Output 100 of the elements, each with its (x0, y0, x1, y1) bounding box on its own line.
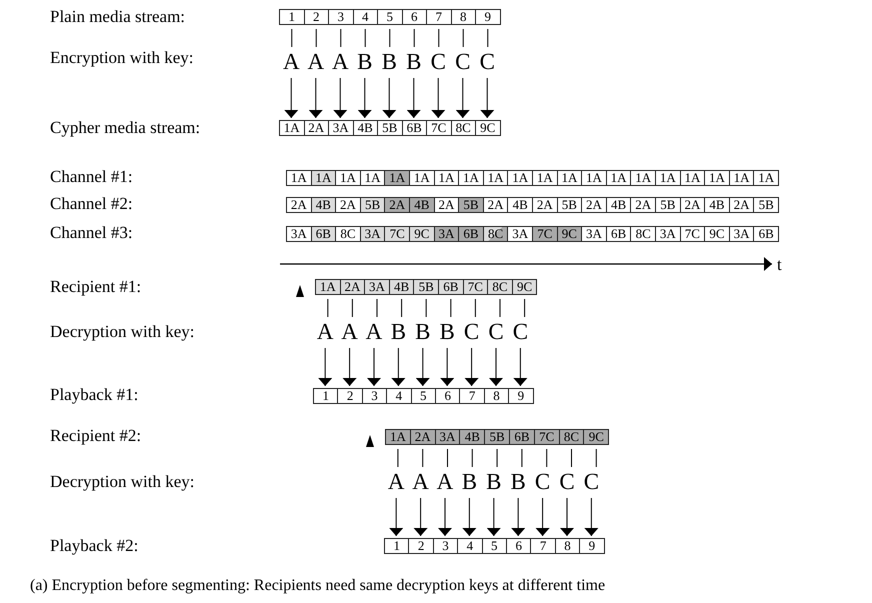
arrow (464, 348, 479, 386)
row-label: Channel #1: (50, 167, 133, 187)
connector-line (397, 448, 398, 468)
key-letter: B (506, 470, 530, 494)
row-label: Encryption with key: (50, 48, 194, 68)
stream-segment: 8C (335, 226, 361, 242)
connector-line (389, 28, 390, 48)
connector-line (364, 28, 366, 48)
connector-line (571, 448, 572, 468)
key-letter: B (482, 470, 506, 494)
stream-segment: 6B (310, 226, 336, 242)
arrow (416, 348, 430, 386)
stream-segment: 1A (606, 170, 632, 186)
stream-segment: 8C (482, 226, 508, 242)
key-letter: C (475, 50, 500, 74)
arrow (284, 78, 298, 118)
stream-segment: 1A (532, 170, 558, 186)
stream-segment: 4B (507, 197, 533, 213)
stream-segment: 1A (286, 170, 312, 186)
stream-segment: 4B (388, 279, 414, 295)
connector-line (524, 298, 526, 318)
stream-segment: 1A (335, 170, 361, 186)
connector-line (450, 298, 452, 318)
stream-segment: 1A (384, 170, 410, 186)
connector-line (474, 298, 476, 318)
stream-segment: 8 (554, 538, 580, 554)
connector-line (327, 298, 328, 318)
arrow (318, 348, 332, 386)
stream-segment: 2A (340, 279, 366, 295)
stream-segment: 1A (360, 170, 386, 186)
key-letter: A (384, 470, 408, 494)
key-letter: C (484, 320, 508, 344)
stream-segment: 5B (360, 197, 386, 213)
stream-segment: 7C (680, 226, 706, 242)
stream-segment: 2A (410, 429, 436, 445)
stream-segment: 3A (507, 226, 533, 242)
stream-segment: 3A (328, 120, 354, 136)
stream-segment: 2A (434, 197, 460, 213)
stream-segment: 1A (310, 170, 336, 186)
stream-segment: 2 (408, 538, 434, 554)
arrow (489, 348, 503, 386)
connector-line (316, 28, 317, 48)
stream-segment: 2 (337, 388, 363, 404)
stream-segment: 3A (286, 226, 312, 242)
stream-segment: 6 (402, 9, 427, 25)
connector-line (426, 298, 427, 318)
arrow (480, 78, 494, 118)
stream-segment: 1A (279, 120, 304, 136)
stream-segment: 2A (335, 197, 361, 213)
connector-line (438, 28, 440, 48)
stream-segment: 3A (360, 226, 386, 242)
stream-segment: 2A (384, 197, 410, 213)
stream-segment: 9C (409, 226, 435, 242)
row-label: Channel #2: (50, 194, 133, 214)
connector-line (472, 448, 473, 468)
arrow (391, 348, 406, 386)
stream-segment: 3A (434, 226, 460, 242)
connector-line (596, 448, 597, 468)
stream-segment: 9C (556, 226, 582, 242)
arrow (440, 348, 454, 386)
stream-segment: 2A (482, 197, 508, 213)
key-letter: B (377, 50, 402, 74)
stream-segment: 6B (509, 429, 535, 445)
arrow (358, 78, 372, 118)
stream-segment: 4B (459, 429, 486, 445)
stream-segment: 2A (630, 197, 656, 213)
connector-line (376, 298, 378, 318)
arrow (462, 498, 476, 536)
stream-segment: 3A (364, 279, 390, 295)
stream-segment: 1A (704, 170, 730, 186)
caption: (a) Encryption before segmenting: Recipients need same decryption keys at different time (30, 576, 606, 596)
stream-segment: 8C (630, 226, 656, 242)
connector-line (340, 28, 342, 48)
arrow (342, 348, 357, 386)
stream-segment: 5B (377, 120, 402, 136)
stream-segment: 1A (385, 429, 411, 445)
stream-segment: 5 (482, 538, 507, 554)
stream-segment: 1A (680, 170, 706, 186)
stream-segment: 4B (606, 197, 632, 213)
stream-segment: 1 (279, 9, 304, 25)
stream-segment: 4B (352, 120, 378, 136)
arrow (389, 498, 404, 536)
connector-line (487, 28, 488, 48)
stream-segment: 2A (304, 120, 329, 136)
row-label: Decryption with key: (50, 472, 194, 492)
stream-segment: 6B (458, 226, 484, 242)
stream-segment: 6 (435, 388, 460, 404)
connector-line (496, 448, 498, 468)
key-letter: A (313, 320, 338, 344)
key-letter: B (386, 320, 411, 344)
key-letter: A (432, 470, 458, 494)
stream-segment: 1A (728, 170, 754, 186)
arrow (584, 498, 598, 536)
stream-segment: 3A (581, 226, 607, 242)
connector-line (422, 448, 424, 468)
stream-segment: 7C (426, 120, 452, 136)
row-label: Recipient #1: (50, 277, 142, 297)
key-letter: A (279, 50, 304, 74)
stream-segment: 5B (484, 429, 510, 445)
row-label: Recipient #2: (50, 426, 142, 446)
